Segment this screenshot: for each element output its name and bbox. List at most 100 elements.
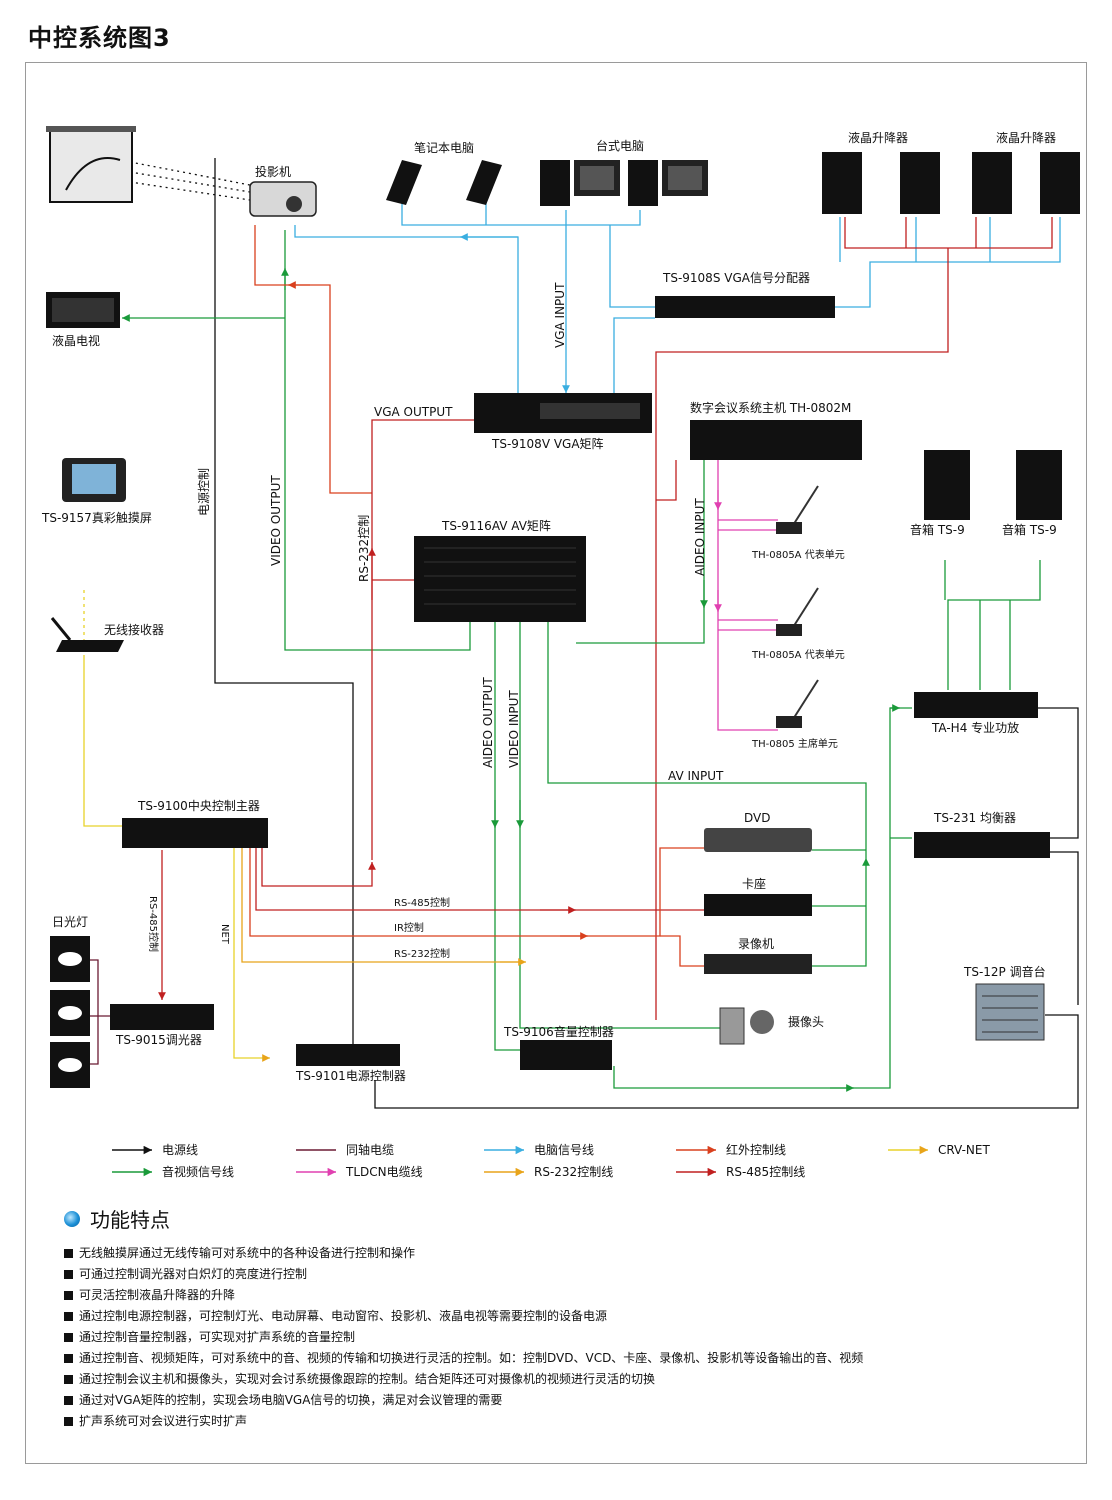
aideo-output-label: AIDEO OUTPUT [481, 677, 495, 768]
central-controller-icon [122, 818, 268, 848]
projector-label: 投影机 [255, 164, 291, 179]
power-control-label: 电源控制 [197, 468, 211, 516]
legend: 电源线 同轴电缆 电脑信号线 红外控制线 CRV-NET 音视频信号线 TLDC… [112, 1142, 990, 1179]
svg-text:音视频信号线: 音视频信号线 [162, 1164, 234, 1179]
square-bullet-icon [64, 1249, 73, 1258]
legend-item-rs485: RS-485控制线 [676, 1165, 805, 1179]
aideo-input-label: AIDEO INPUT [693, 498, 707, 576]
power-controller-label: TS-9101电源控制器 [295, 1069, 406, 1083]
dimmer-icon [110, 1004, 214, 1030]
square-bullet-icon [64, 1396, 73, 1405]
features-section: 功能特点 无线触摸屏通过无线传输可对系统中的各种设备进行控制和操作 可通过控制调… [64, 1204, 1054, 1432]
vga-matrix-label: TS-9108V VGA矩阵 [491, 437, 604, 451]
svg-text:红外控制线: 红外控制线 [726, 1142, 786, 1157]
av-matrix-icon [414, 536, 586, 622]
equalizer-icon [914, 832, 1050, 858]
page-title: 中控系统图3 [28, 24, 171, 52]
video-output-label: VIDEO OUTPUT [269, 475, 283, 566]
legend-item-tldcn: TLDCN电缆线 [296, 1165, 423, 1179]
info-bullet-icon [64, 1210, 80, 1227]
lcd-lift-label-1: 液晶升降器 [848, 130, 908, 145]
video-input-label: VIDEO INPUT [507, 690, 521, 768]
square-bullet-icon [64, 1333, 73, 1342]
lcd-lift-icon [822, 152, 1080, 214]
desktop-icon [540, 160, 708, 206]
lcd-tv-icon [46, 292, 120, 328]
legend-item-ir: 红外控制线 [676, 1142, 786, 1157]
amplifier-label: TA-H4 专业功放 [931, 720, 1019, 735]
diagram-frame [25, 62, 1087, 1464]
chairman-unit-label: TH-0805 主席单元 [751, 737, 838, 750]
square-bullet-icon [64, 1270, 73, 1279]
net-label: NET [219, 924, 230, 945]
rs232-vertical-label: RS-232控制 [357, 515, 371, 582]
square-bullet-icon [64, 1417, 73, 1426]
laptop-icon [386, 160, 502, 205]
av-input-label: AV INPUT [668, 769, 724, 783]
features-list: 无线触摸屏通过无线传输可对系统中的各种设备进行控制和操作 可通过控制调光器对白炽… [64, 1243, 1054, 1432]
square-bullet-icon [64, 1312, 73, 1321]
legend-item-power: 电源线 [112, 1143, 198, 1157]
speaker-icon [924, 450, 1062, 520]
camera-icon [719, 1007, 774, 1045]
volume-controller-label: TS-9106音量控制器 [503, 1024, 614, 1039]
features-heading: 功能特点 [64, 1204, 1054, 1233]
touch-screen-icon [62, 458, 126, 502]
list-item: 扩声系统可对会议进行实时扩声 [64, 1411, 1054, 1432]
list-item: 通过控制音、视频矩阵，可对系统中的音、视频的传输和切换进行灵活的控制。如：控制D… [64, 1348, 1054, 1369]
connection-lines [83, 158, 1079, 1109]
fluorescent-label: 日光灯 [52, 915, 88, 929]
camera-label: 摄像头 [788, 1014, 824, 1029]
svg-text:TLDCN电缆线: TLDCN电缆线 [345, 1165, 423, 1179]
desktop-label-text: 台式电脑 [596, 138, 644, 153]
svg-text:CRV-NET: CRV-NET [938, 1143, 990, 1157]
mixer-label: TS-12P 调音台 [963, 964, 1046, 979]
dvd-icon [704, 828, 812, 852]
power-controller-icon [296, 1044, 400, 1066]
list-item: 可通过控制调光器对白炽灯的亮度进行控制 [64, 1264, 1054, 1285]
conference-host-icon [690, 420, 862, 460]
laptop-label: 笔记本电脑 [414, 140, 474, 155]
conference-host-label: 数字会议系统主机 TH-0802M [690, 400, 851, 415]
vcr-label: 录像机 [738, 937, 774, 951]
svg-text:RS-232控制线: RS-232控制线 [534, 1165, 613, 1179]
wireless-receiver-icon [50, 617, 124, 652]
chairman-mic-icon [776, 679, 819, 728]
list-item: 通过控制音量控制器，可实现对扩声系统的音量控制 [64, 1327, 1054, 1348]
legend-item-computer: 电脑信号线 [484, 1143, 594, 1157]
lcd-tv-label: 液晶电视 [52, 333, 100, 348]
dvd-label: DVD [744, 811, 770, 825]
projection-screen [46, 126, 136, 203]
lcd-lift-label-2: 液晶升降器 [996, 130, 1056, 145]
svg-text:电源线: 电源线 [162, 1143, 198, 1157]
svg-text:RS-485控制线: RS-485控制线 [726, 1165, 805, 1179]
speaker-label-1: 音箱 TS-9 [910, 522, 965, 537]
projector-icon [249, 181, 317, 217]
square-bullet-icon [64, 1375, 73, 1384]
wireless-receiver-label: 无线接收器 [104, 622, 164, 637]
delegate-unit-label-1: TH-0805A 代表单元 [751, 548, 845, 561]
cassette-label: 卡座 [742, 876, 766, 891]
vga-splitter-icon [655, 296, 835, 318]
touch-screen-label: TS-9157真彩触摸屏 [41, 511, 152, 525]
vga-splitter-label: TS-9108S VGA信号分配器 [662, 271, 810, 285]
vga-output-label: VGA OUTPUT [374, 405, 453, 419]
square-bullet-icon [64, 1291, 73, 1300]
square-bullet-icon [64, 1354, 73, 1363]
dimmer-label: TS-9015调光器 [115, 1033, 202, 1047]
list-item: 通过控制电源控制器，可控制灯光、电动屏幕、电动窗帘、投影机、液晶电视等需要控制的… [64, 1306, 1054, 1327]
cassette-deck-icon [704, 894, 812, 916]
speaker-label-2: 音箱 TS-9 [1002, 522, 1057, 537]
svg-text:同轴电缆: 同轴电缆 [346, 1142, 394, 1157]
fluorescent-light-icon [50, 936, 90, 1088]
list-item: 通过控制会议主机和摄像头，实现对会讨系统摄像跟踪的控制。结合矩阵还可对摄像机的视… [64, 1369, 1054, 1390]
rs485-vertical-label: RS-485控制 [147, 896, 160, 952]
rs232-control-label: RS-232控制 [394, 947, 450, 960]
features-heading-text: 功能特点 [90, 1208, 170, 1232]
svg-text:电脑信号线: 电脑信号线 [534, 1143, 594, 1157]
list-item: 通过对VGA矩阵的控制，实现会场电脑VGA信号的切换，满足对会议管理的需要 [64, 1390, 1054, 1411]
amplifier-icon [914, 692, 1038, 718]
delegate-mic-icon-2 [776, 587, 819, 636]
list-item: 无线触摸屏通过无线传输可对系统中的各种设备进行控制和操作 [64, 1243, 1054, 1264]
